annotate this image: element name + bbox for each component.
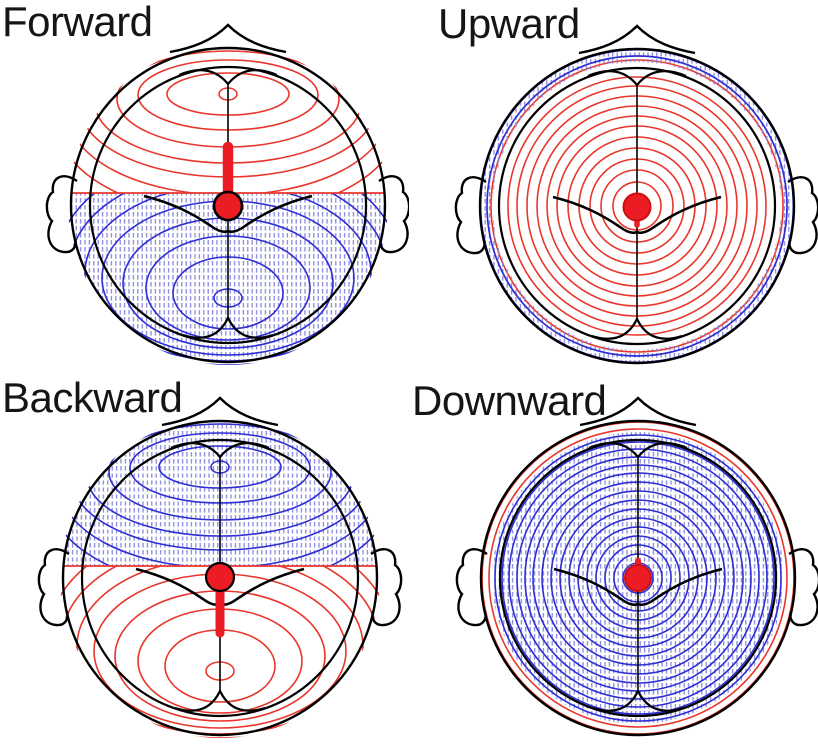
downward-topoplot — [455, 396, 818, 737]
panel-title-backward: Backward — [2, 374, 183, 421]
backward-topoplot — [37, 396, 403, 738]
forward-topoplot — [45, 23, 409, 365]
upward-topoplot — [454, 24, 818, 365]
panel-title-forward: Forward — [2, 0, 153, 45]
panel-title-downward: Downward — [412, 377, 607, 424]
panel-title-upward: Upward — [438, 0, 580, 47]
